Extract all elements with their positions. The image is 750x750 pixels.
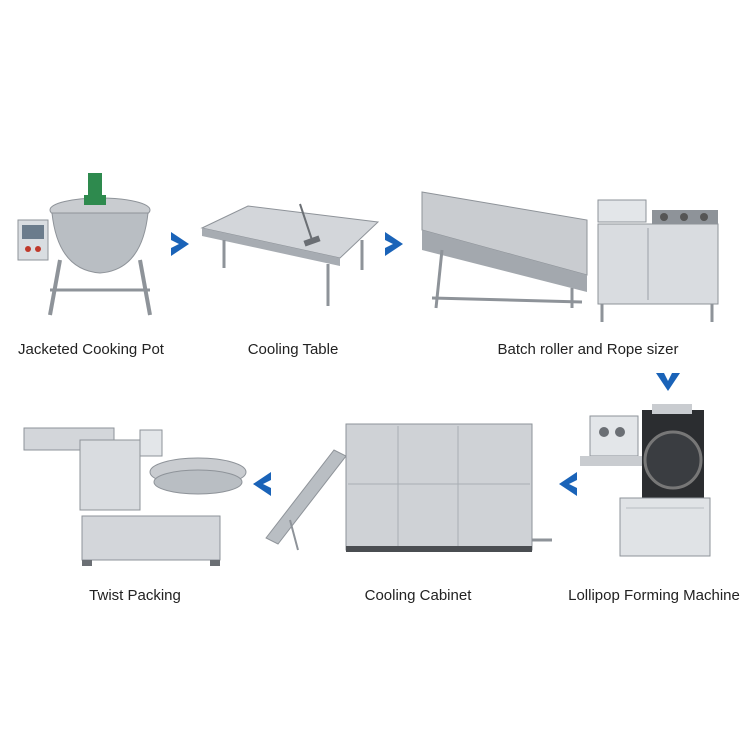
step-label-twist-packing: Twist Packing bbox=[89, 587, 181, 604]
chevron-right-icon bbox=[168, 230, 192, 258]
chevron-left-icon bbox=[556, 470, 580, 498]
twist-packing-machine-image bbox=[20, 420, 250, 570]
step-label-batch-roller: Batch roller and Rope sizer bbox=[497, 341, 679, 358]
lollipop-forming-machine-image bbox=[580, 402, 730, 562]
cooling-table-image bbox=[200, 200, 380, 310]
batch-roller-rope-sizer-image bbox=[412, 180, 742, 330]
cooling-cabinet-image bbox=[262, 420, 552, 560]
jacketed-cooking-pot-image bbox=[10, 165, 160, 325]
step-label-cooling-table: Cooling Table bbox=[247, 341, 339, 358]
step-label-cooling-cabinet: Cooling Cabinet bbox=[364, 587, 472, 604]
chevron-left-icon bbox=[250, 470, 274, 498]
step-label-cooking-pot: Jacketed Cooking Pot bbox=[18, 341, 164, 358]
chevron-right-icon bbox=[382, 230, 406, 258]
chevron-down-icon bbox=[654, 370, 682, 394]
step-label-lollipop-forming: Lollipop Forming Machine bbox=[568, 587, 740, 604]
